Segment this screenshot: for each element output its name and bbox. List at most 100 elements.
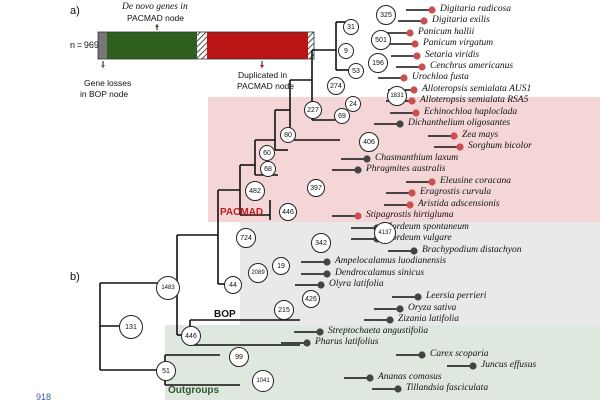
taxon-label: Dichanthelium oligosantes [408, 118, 511, 128]
taxon-label: Hordeum vulgare [385, 233, 452, 243]
tip-marker [394, 385, 402, 393]
taxon-label: Stipagrostis hirtigluma [366, 210, 454, 220]
taxon-label: Aristida adscensionis [418, 199, 500, 209]
node-count: 397 [307, 179, 325, 197]
tip-marker [323, 270, 331, 278]
tip-marker [410, 247, 418, 255]
node-count: 99 [229, 347, 249, 367]
gene-loss-arrow-head [101, 65, 105, 68]
taxon-label: Sorghum bicolor [468, 141, 532, 151]
taxon-label: Cenchrus americanus [430, 61, 514, 71]
bop-label: BOP [214, 309, 236, 320]
taxon-label: Olyra latifolia [329, 279, 384, 289]
hatched-end-segment [308, 32, 314, 59]
tip-marker [408, 97, 416, 105]
node-count: 80 [280, 127, 296, 143]
taxon-label: Hordeum spontaneum [385, 222, 469, 232]
node-count: 196 [368, 53, 388, 73]
bop-clade-background [240, 222, 600, 325]
node-count: 9 [338, 43, 354, 59]
pacmad-label: PACMAD [220, 207, 264, 218]
corner-text: 918 [36, 392, 52, 402]
tip-marker [428, 178, 436, 186]
taxon-label: Alloteropsis semialata RSA5 [420, 95, 529, 105]
tip-marker [414, 293, 422, 301]
node-count: 69 [334, 108, 350, 124]
de-novo-caption-2: PACMAD node [127, 13, 185, 23]
tip-marker [396, 120, 404, 128]
duplicated-caption-2: PACMAD node [237, 81, 295, 91]
node-count: 44 [224, 276, 242, 294]
taxon-label: Setaria viridis [425, 50, 480, 60]
de-novo-caption-1: De novo genes in [122, 2, 188, 12]
de-novo-arrow-head [155, 24, 159, 27]
node-count: 325 [376, 5, 396, 25]
node-count: 24 [345, 96, 361, 112]
node-count: 482 [245, 181, 265, 201]
node-count: 19 [272, 257, 290, 275]
taxon-label: Ampelocalamus luodianensis [335, 256, 447, 266]
taxon-label: Panicum hallii [418, 27, 475, 37]
taxon-label: Leersia perrieri [426, 291, 487, 301]
tip-marker [386, 316, 394, 324]
node-count: 53 [348, 63, 364, 79]
tip-marker [303, 339, 311, 347]
taxon-label: Digitaria exilis [432, 15, 490, 25]
taxon-label: Tillandsia fasciculata [406, 383, 489, 393]
gene-loss-caption-1: Gene losses [84, 78, 132, 88]
tip-marker [456, 143, 464, 151]
taxon-label: Digitaria radicosa [440, 4, 511, 14]
pacmad-clade-background [208, 97, 600, 222]
taxon-label: Ananas comosus [378, 372, 442, 382]
taxon-label: Panicum virgatum [423, 38, 494, 48]
gene-loss-caption-2: in BOP node [80, 89, 129, 99]
node-count: 446 [181, 326, 201, 346]
tip-marker [413, 52, 421, 60]
taxon-label: Streptochaeta angustifolia [328, 326, 429, 336]
taxon-label: Juncus effusus [481, 360, 537, 370]
tip-marker [354, 166, 362, 174]
node-count: 131 [119, 315, 143, 339]
node-count: 426 [302, 290, 320, 308]
tip-marker [317, 281, 325, 289]
gene-loss-segment [98, 32, 107, 59]
tip-marker [428, 6, 436, 14]
tip-marker [410, 86, 418, 94]
node-count: 4137 [374, 222, 396, 244]
tip-marker [354, 212, 362, 220]
taxon-label: Echinochloa haploclada [424, 107, 518, 117]
tip-marker [411, 40, 419, 48]
node-count: 342 [311, 233, 331, 253]
node-count: 274 [327, 77, 345, 95]
taxon-label: Eragrostis curvula [420, 187, 492, 197]
duplicated-arrow-head [260, 65, 264, 68]
node-count: 227 [304, 101, 322, 119]
node-count: 501 [371, 30, 391, 50]
taxon-label: Zea mays [462, 130, 499, 140]
tip-marker [363, 155, 371, 163]
duplicated-segment [207, 32, 308, 59]
tip-marker [396, 305, 404, 313]
node-count: 68 [260, 161, 276, 177]
node-count: 446 [279, 203, 297, 221]
tip-marker [406, 201, 414, 209]
duplicated-caption-1: Duplicated in [238, 70, 288, 80]
node-count: 1483 [156, 276, 180, 300]
panel-b-label: b) [70, 271, 80, 283]
tip-marker [406, 29, 414, 37]
tip-marker [469, 362, 477, 370]
node-count: 215 [274, 300, 294, 320]
tip-marker [412, 109, 420, 117]
taxon-label: Phragmites australis [366, 164, 446, 174]
tip-marker [408, 189, 416, 197]
node-count: 60 [259, 145, 275, 161]
node-count: 724 [236, 228, 256, 248]
taxon-label: Dendrocalamus sinicus [335, 268, 425, 278]
node-count: 1041 [252, 370, 274, 392]
taxon-label: Oryza sativa [408, 303, 457, 313]
taxon-label: Pharus latifolius [315, 337, 379, 347]
node-count: 2089 [248, 263, 268, 283]
taxon-label: Eleusine coracana [440, 176, 511, 186]
